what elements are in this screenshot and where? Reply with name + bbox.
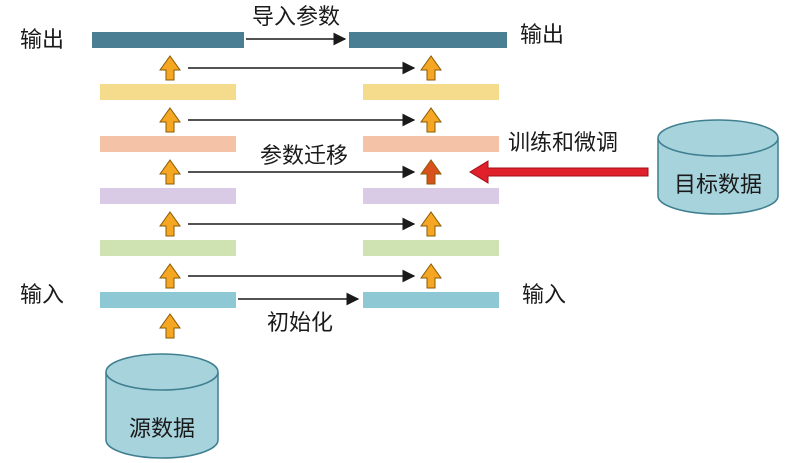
transfer-label: 参数迁移 [260, 144, 348, 169]
right-input-label: 输入 [522, 283, 566, 308]
right-layer-3 [363, 188, 499, 204]
up-arrow-icon [420, 211, 442, 237]
right-layer-2 [363, 240, 499, 256]
cylinder-top [657, 119, 779, 157]
left-layer-3 [100, 188, 236, 204]
up-arrow-icon [420, 159, 442, 185]
left-layer-5 [100, 84, 236, 100]
left-layer-4 [100, 136, 236, 152]
left-output-layer [92, 32, 244, 48]
finetune-label: 训练和微调 [508, 131, 618, 156]
right-output-layer [349, 32, 507, 48]
cylinder-top [105, 353, 219, 391]
target-data-cylinder: 目标数据 [657, 119, 779, 215]
top-label: 导入参数 [252, 5, 340, 30]
left-input-label: 输入 [20, 283, 64, 308]
left-input-layer [100, 292, 236, 308]
database-cylinder-icon [657, 138, 779, 215]
transfer-arrows [188, 32, 416, 306]
database-cylinder-icon [105, 372, 219, 459]
finetune-arrow [469, 160, 649, 184]
up-arrow-icon [159, 263, 181, 289]
source-data-cylinder: 源数据 [105, 353, 219, 459]
left-up-arrows [159, 55, 181, 339]
up-arrow-icon [159, 107, 181, 133]
right-input-layer [363, 292, 499, 308]
source-data-label: 源数据 [129, 417, 195, 442]
right-output-label: 输出 [520, 23, 564, 48]
right-up-arrows [420, 55, 442, 289]
up-arrow-icon [159, 313, 181, 339]
up-arrow-icon [159, 159, 181, 185]
init-label: 初始化 [267, 311, 333, 336]
left-output-label: 输出 [20, 28, 64, 53]
left-network [92, 32, 244, 308]
up-arrow-icon [420, 107, 442, 133]
right-network [349, 32, 507, 308]
target-data-label: 目标数据 [674, 173, 762, 198]
left-layer-2 [100, 240, 236, 256]
up-arrow-icon [420, 263, 442, 289]
right-layer-5 [363, 84, 499, 100]
up-arrow-icon [159, 211, 181, 237]
red-arrow-icon [469, 160, 649, 184]
up-arrow-icon [159, 55, 181, 81]
up-arrow-icon [420, 55, 442, 81]
right-layer-4 [363, 136, 499, 152]
